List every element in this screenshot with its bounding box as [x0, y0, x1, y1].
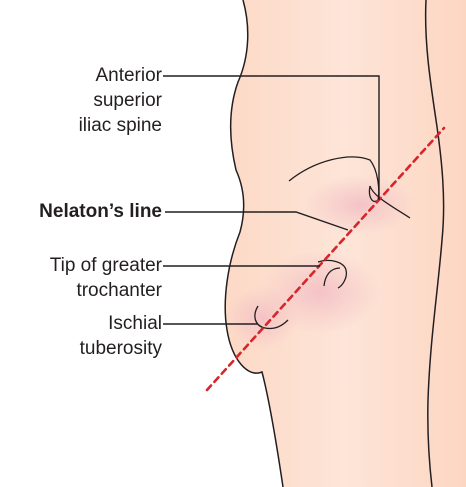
- asis-label-line-3: iliac spine: [79, 113, 162, 138]
- greater-trochanter-label-line-1: Tip of greater: [50, 253, 162, 278]
- asis-label-line-2: superior: [79, 88, 162, 113]
- greater-trochanter-label-line-2: trochanter: [50, 278, 162, 303]
- ischial-tuberosity-label-line-1: Ischial: [80, 311, 162, 336]
- shading-buttock: [226, 286, 298, 350]
- nelaton-line-label: Nelaton’s line: [39, 199, 162, 224]
- ischial-tuberosity-label-line-2: tuberosity: [80, 336, 162, 361]
- ischial-tuberosity-label: Ischial tuberosity: [80, 311, 162, 361]
- asis-label: Anterior superior iliac spine: [79, 63, 162, 138]
- shading-asis: [305, 175, 415, 235]
- asis-label-line-1: Anterior: [79, 63, 162, 88]
- greater-trochanter-label: Tip of greater trochanter: [50, 253, 162, 303]
